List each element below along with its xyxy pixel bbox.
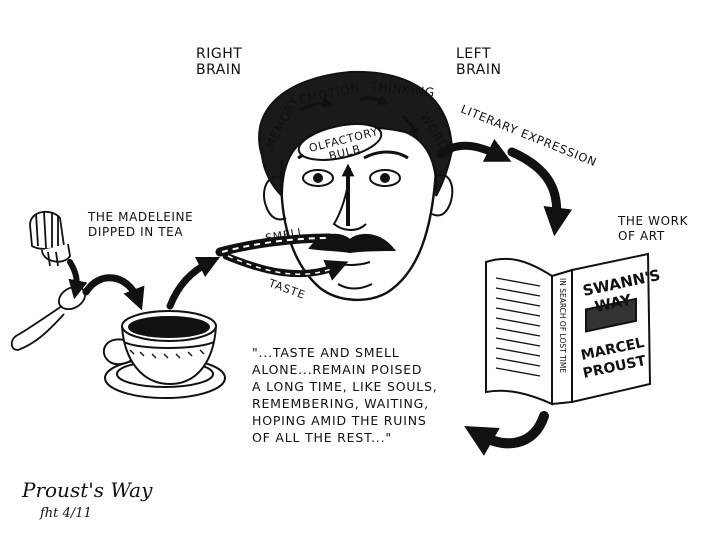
quote-line: HOPING AMID THE RUINS xyxy=(252,413,427,428)
tea-surface xyxy=(128,316,210,338)
smell-ribbon xyxy=(215,233,335,257)
right-ear xyxy=(431,173,454,217)
label-work-of-art: THE WORK OF ART xyxy=(618,214,688,244)
left-brain-line-2: BRAIN xyxy=(456,62,502,78)
quote-line: REMEMBERING, WAITING, xyxy=(252,396,429,411)
book-spine-text: IN SEARCH OF LOST TIME xyxy=(558,278,567,373)
label-thinking: THINKING xyxy=(369,79,436,100)
brain-arrows xyxy=(299,94,420,140)
right-eye xyxy=(369,169,401,187)
book-left-page xyxy=(485,257,553,406)
cup-body xyxy=(121,325,217,386)
left-brain-line-1: LEFT xyxy=(456,46,492,62)
madeleine-line-1: THE MADELEINE xyxy=(88,210,194,224)
arrow-spoon-to-cup xyxy=(82,274,145,311)
signature-title: Proust's Way xyxy=(22,478,153,502)
chin xyxy=(337,283,373,290)
right-brain-line-1: RIGHT xyxy=(196,46,243,62)
work-of-art-line-2: OF ART xyxy=(618,229,665,243)
book-cover xyxy=(571,252,652,404)
arrow-expression-to-book xyxy=(507,147,573,237)
label-madeleine: THE MADELEINE DIPPED IN TEA xyxy=(88,210,193,240)
arrow-cup-to-head xyxy=(166,256,221,310)
work-of-art-line-1: THE WORK xyxy=(618,214,689,228)
label-left-brain: LEFT BRAIN xyxy=(456,46,501,78)
right-eyebrow xyxy=(363,150,409,160)
right-brain-line-2: BRAIN xyxy=(196,62,242,78)
label-taste: TASTE xyxy=(266,276,307,302)
taste-ribbon xyxy=(222,252,349,281)
signature-initials: fht 4/11 xyxy=(40,506,92,521)
quote-line: A LONG TIME, LIKE SOULS, xyxy=(252,379,438,394)
quote-line: ALONE...REMAIN POISED xyxy=(252,362,423,377)
book-illustration xyxy=(485,252,652,406)
arrow-return xyxy=(464,411,549,456)
teacup xyxy=(102,310,226,399)
arrow-madeleine-to-spoon xyxy=(67,259,88,300)
quote-line: "...TASTE AND SMELL xyxy=(252,345,400,360)
head-illustration xyxy=(258,70,454,302)
quote-line: OF ALL THE REST..." xyxy=(252,430,392,445)
face-outline xyxy=(280,159,438,302)
madeleine-line-2: DIPPED IN TEA xyxy=(88,225,184,239)
left-ear xyxy=(263,175,287,221)
left-eye xyxy=(302,169,334,187)
arrow-head-to-expression xyxy=(436,138,512,162)
olfactory-bulb xyxy=(297,123,383,161)
label-right-brain: RIGHT BRAIN xyxy=(196,46,242,78)
proust-quote: "...TASTE AND SMELL ALONE...REMAIN POISE… xyxy=(252,344,438,446)
madeleine xyxy=(29,210,71,267)
cup-handle xyxy=(102,338,133,366)
